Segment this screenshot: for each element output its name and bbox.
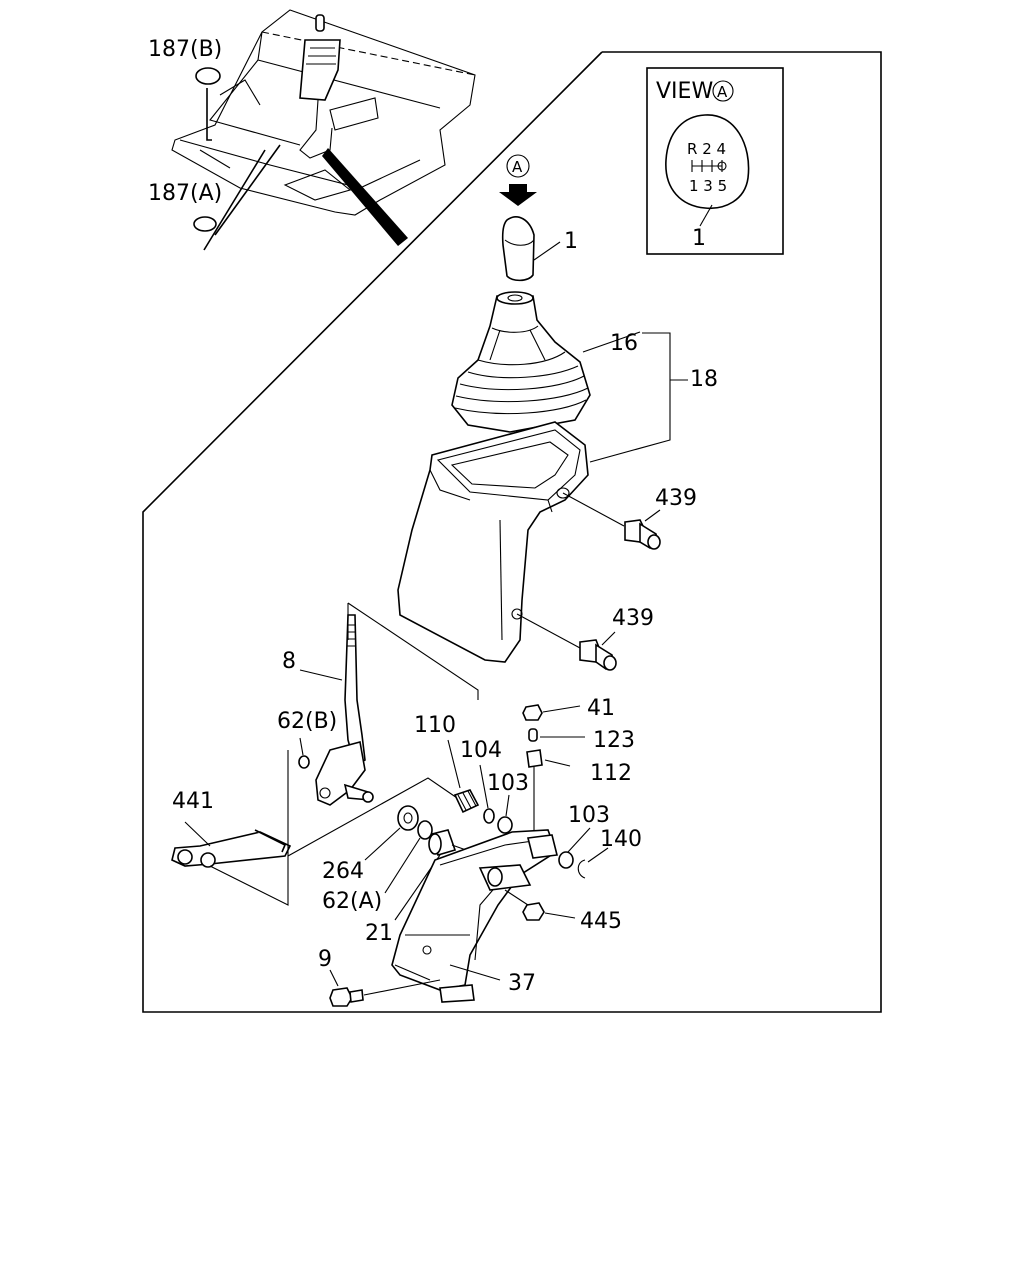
label-439-upper: 439 xyxy=(655,486,697,511)
label-264: 264 xyxy=(322,859,364,884)
label-103-lower: 103 xyxy=(568,803,610,828)
label-41: 41 xyxy=(587,696,615,721)
label-62a: 62(A) xyxy=(322,889,382,914)
knob-pattern-bottom: 1 3 5 xyxy=(689,177,727,195)
spring-110 xyxy=(453,789,480,814)
label-37: 37 xyxy=(508,971,536,996)
label-18: 18 xyxy=(690,367,718,392)
shift-lever-part-8 xyxy=(315,614,374,806)
shift-pattern-icon xyxy=(691,160,723,172)
bracket-part-37 xyxy=(391,829,558,1003)
label-21: 21 xyxy=(365,921,393,946)
knob-top-view xyxy=(665,114,750,210)
label-62b: 62(B) xyxy=(277,709,337,734)
detail-leader-wedge xyxy=(322,148,408,246)
svg-text:A: A xyxy=(512,158,523,176)
bushing-103-lower xyxy=(558,851,574,869)
console-cover xyxy=(397,421,589,663)
label-104: 104 xyxy=(460,738,502,763)
view-part-number: 1 xyxy=(692,226,706,251)
view-a-arrow: A xyxy=(499,154,537,206)
bolt-9 xyxy=(329,987,364,1007)
detail-frame xyxy=(142,51,882,1013)
nut-41 xyxy=(522,704,543,721)
cab-floor-inset xyxy=(171,9,476,251)
view-title: VIEW xyxy=(656,79,713,104)
label-123: 123 xyxy=(593,728,635,753)
pin-123 xyxy=(528,728,538,742)
stud-112 xyxy=(526,749,543,768)
view-a-box: VIEW A R 2 4 1 3 5 1 xyxy=(646,67,784,255)
view-marker-circle xyxy=(712,80,734,102)
label-140: 140 xyxy=(600,827,642,852)
shift-boot-part-16 xyxy=(451,291,591,433)
link-part-441 xyxy=(171,829,292,868)
label-1: 1 xyxy=(564,229,578,254)
plug-187a xyxy=(193,216,217,232)
view-marker: A xyxy=(717,83,728,101)
bolt-439-lower xyxy=(579,639,617,671)
down-arrow-icon xyxy=(499,184,537,206)
bolt-439-upper xyxy=(624,519,661,550)
clip-140 xyxy=(577,859,586,879)
label-103-upper: 103 xyxy=(487,771,529,796)
label-439-lower: 439 xyxy=(612,606,654,631)
label-187a: 187(A) xyxy=(148,181,222,206)
plug-187b xyxy=(195,67,221,85)
bushing-62b xyxy=(298,755,310,769)
nut-445 xyxy=(522,902,545,921)
label-16: 16 xyxy=(610,331,638,356)
clip-104 xyxy=(483,808,495,824)
label-187b: 187(B) xyxy=(148,37,222,62)
bushing-103-upper xyxy=(497,816,513,834)
bracket-18 xyxy=(589,332,671,463)
label-445: 445 xyxy=(580,909,622,934)
washer-264 xyxy=(397,805,419,831)
label-441: 441 xyxy=(172,789,214,814)
knob-pattern-top: R 2 4 xyxy=(687,140,726,158)
bushing-62a xyxy=(417,820,433,840)
label-9: 9 xyxy=(318,947,332,972)
label-110: 110 xyxy=(414,713,456,738)
shift-knob-part-1 xyxy=(501,216,535,282)
label-8: 8 xyxy=(282,649,296,674)
label-112: 112 xyxy=(590,761,632,786)
